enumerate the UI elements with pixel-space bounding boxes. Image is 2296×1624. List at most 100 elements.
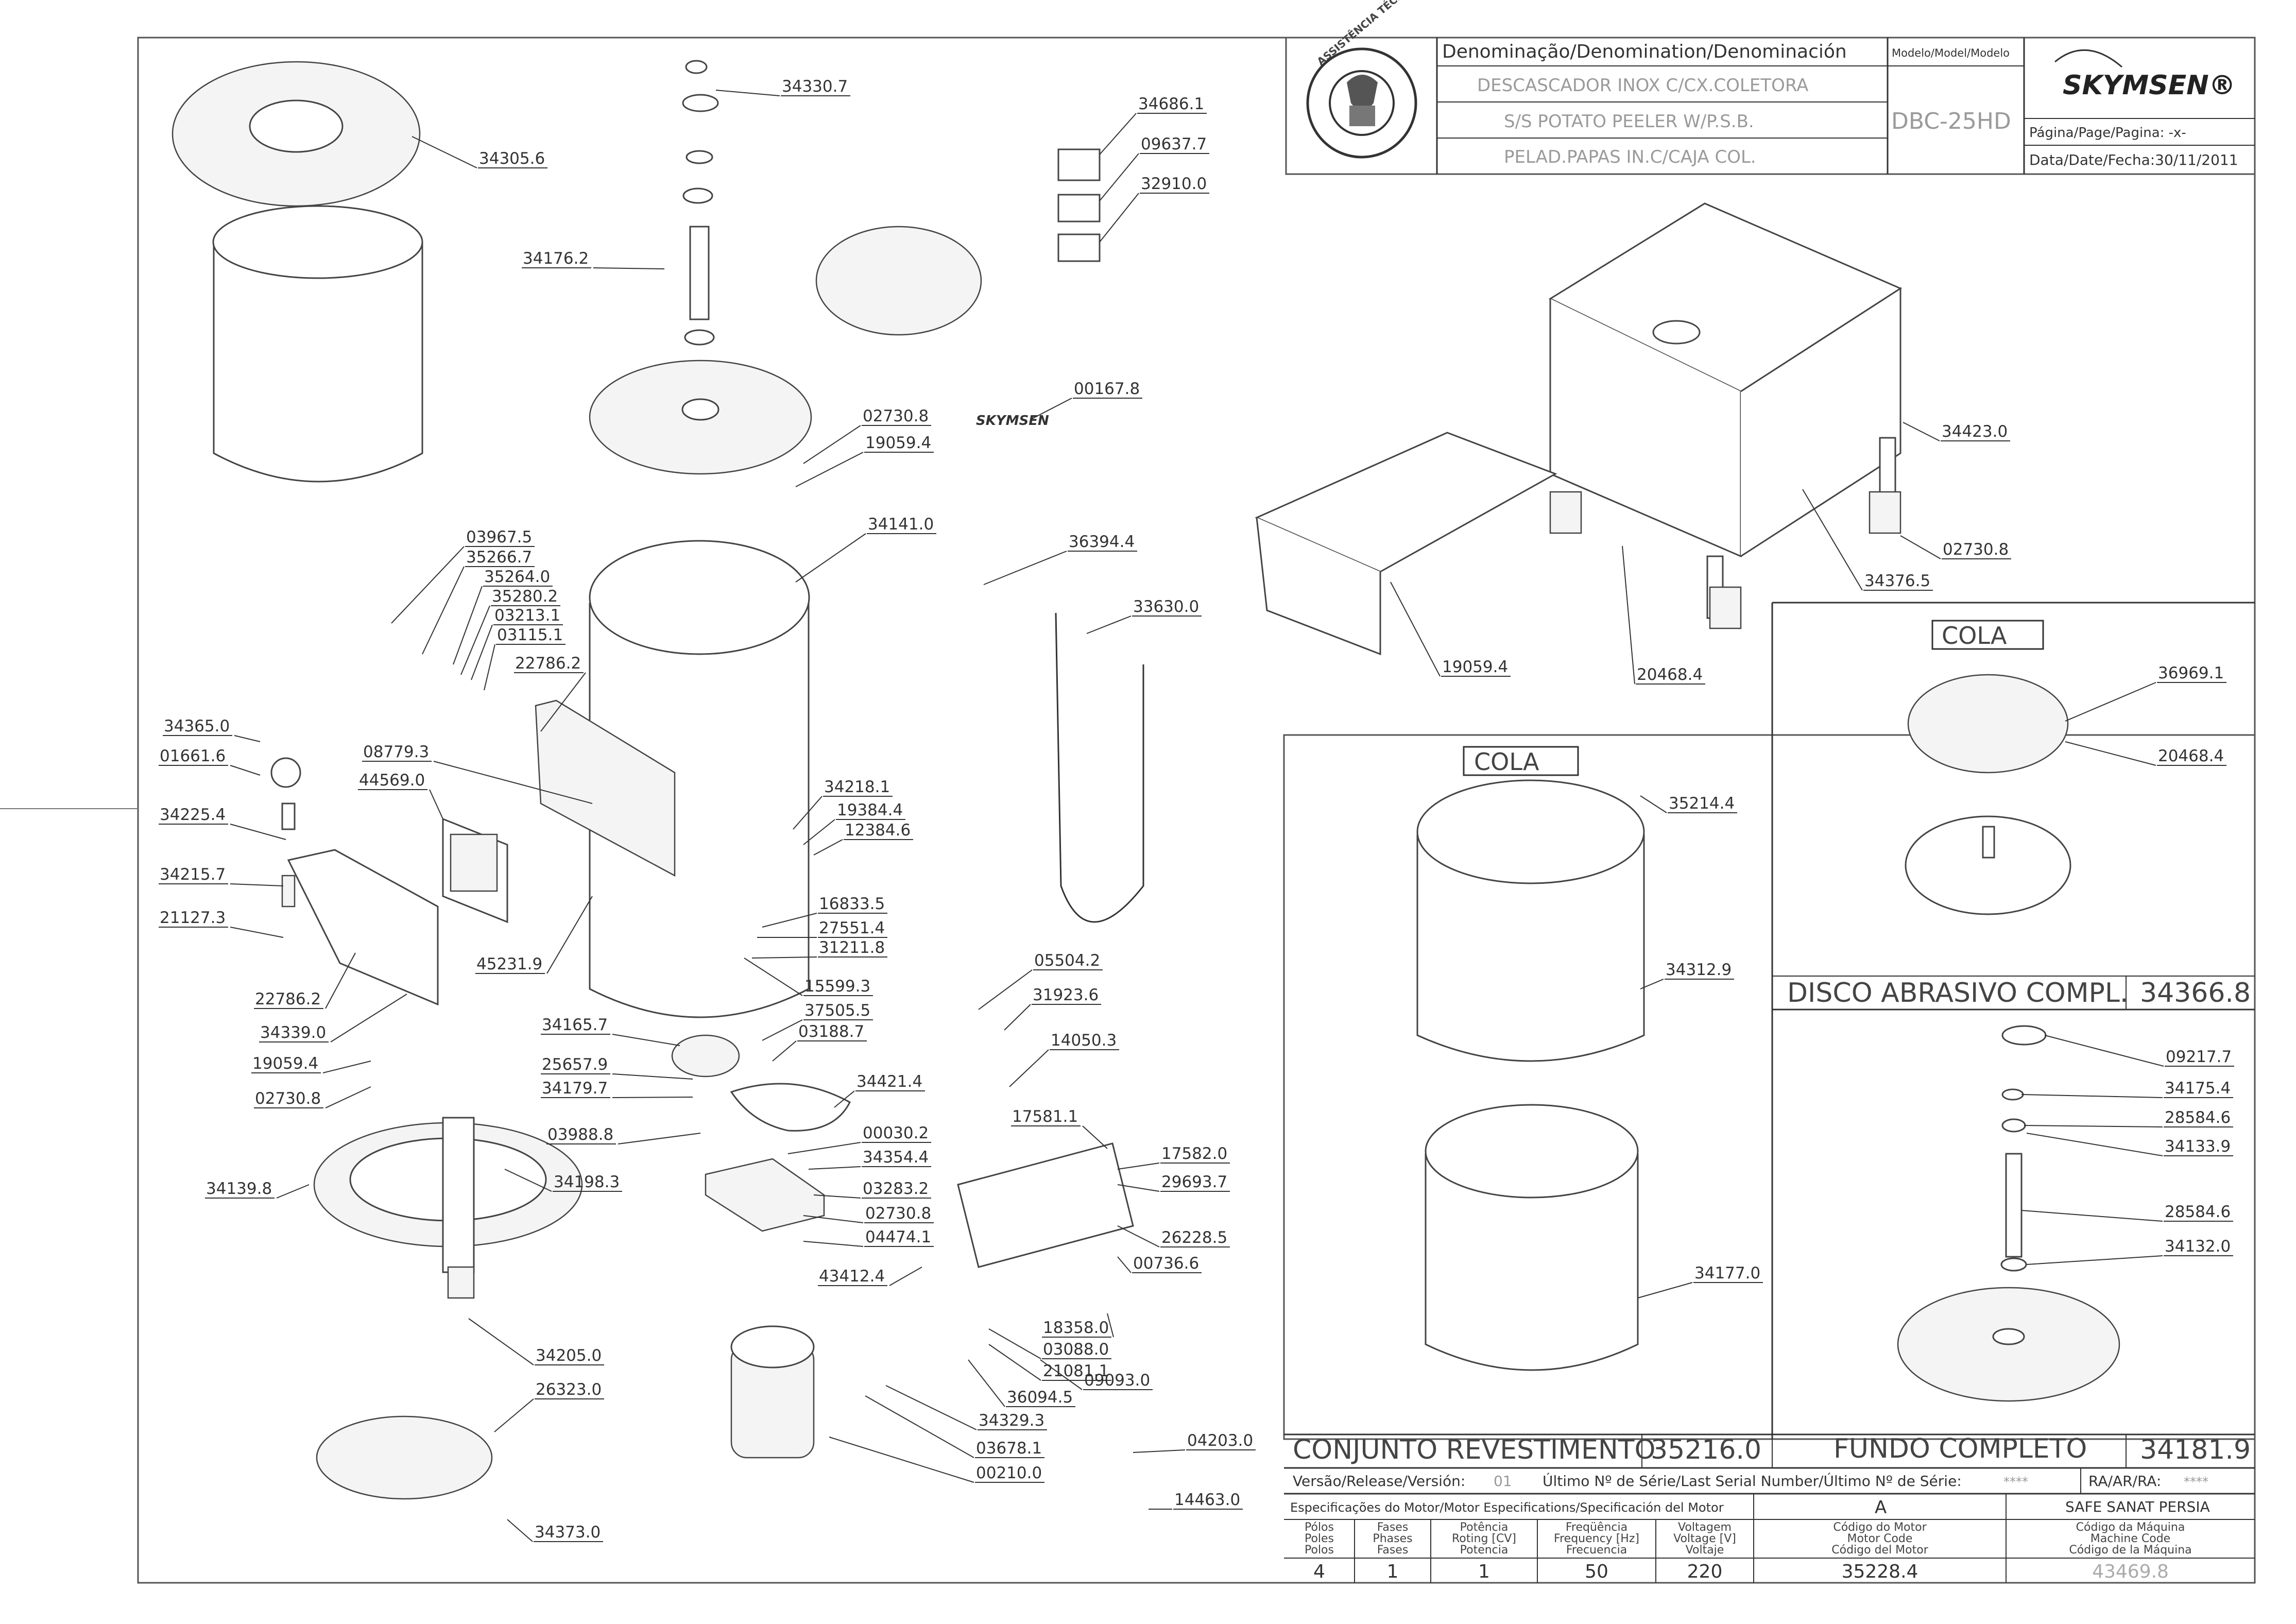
leader-line [484, 644, 495, 691]
leader-line [1640, 979, 1664, 989]
part-number-label: 34132.0 [2165, 1237, 2231, 1256]
leader-line [803, 1241, 864, 1247]
leader-line [1099, 153, 1139, 201]
leader-line [1082, 1125, 1108, 1149]
leader-line [230, 883, 284, 886]
part-number-label: 35280.2 [492, 587, 558, 606]
part-number-label: 03678.1 [976, 1439, 1042, 1458]
part-number-label: 34175.4 [2165, 1079, 2231, 1098]
leader-line [1099, 193, 1139, 243]
leader-line [412, 136, 477, 168]
cola-label-center-box [1463, 746, 1579, 776]
cola-label-right-box [1931, 620, 2044, 650]
main-tub-part [589, 603, 810, 1018]
part-number-label: 12384.6 [845, 821, 911, 840]
leader-line [865, 1395, 974, 1458]
leader-line [593, 267, 665, 269]
leader-line [460, 605, 490, 675]
leader-line [230, 824, 286, 840]
bracket-part [287, 849, 439, 1006]
part-number-label: 03988.8 [547, 1125, 613, 1144]
motor-spec-value: 1 [1387, 1561, 1399, 1582]
denomination-header: Denominação/Denomination/Denominación [1442, 41, 1847, 62]
part-number-label: 02730.8 [865, 1204, 931, 1223]
part-number-label: 25657.9 [542, 1055, 608, 1074]
leader-line [762, 1019, 803, 1041]
part-number-label: 02730.8 [255, 1089, 321, 1108]
part-number-label: 45231.9 [476, 955, 542, 973]
motor-spec-header: Código del Motor [1831, 1544, 1928, 1557]
name-spanish: PELAD.PAPAS IN.C/CAJA COL. [1504, 147, 1756, 167]
motor-spec-value: 43469.8 [2092, 1561, 2169, 1582]
part-number-label: 00030.2 [863, 1124, 929, 1142]
part-number-label: 00167.8 [1074, 380, 1140, 398]
part-number-label: 03967.5 [466, 528, 532, 546]
leader-line [983, 551, 1067, 585]
part-number-label: 34373.0 [535, 1523, 601, 1542]
leader-line [1099, 113, 1137, 155]
part-number-label: 14050.3 [1051, 1031, 1117, 1050]
leader-line [2024, 1125, 2163, 1127]
motor-spec-header: Phases [1373, 1532, 1412, 1545]
leader-line [1030, 398, 1072, 420]
part-number-label: 26323.0 [536, 1380, 602, 1399]
motor-spec-header: Frecuencia [1566, 1544, 1627, 1557]
leader-line [471, 624, 493, 680]
leader-line [330, 994, 407, 1042]
leader-line [834, 1090, 855, 1108]
leader-line [468, 1318, 534, 1365]
motor-spec-header: Roting [CV] [1452, 1532, 1516, 1545]
leader-line [1117, 1163, 1160, 1170]
leader-line [546, 896, 593, 974]
motor-spec-value: 50 [1585, 1561, 1608, 1582]
leader-line [540, 672, 586, 732]
part-callouts: 34330.734305.634176.234686.109637.732910… [159, 77, 2234, 1542]
part-number-label: 22786.2 [255, 990, 321, 1008]
part-number-label: 02730.8 [1943, 540, 2009, 559]
part-number-label: 19059.4 [865, 434, 931, 452]
detail-frames [1283, 602, 2256, 1468]
motor-spec-header: Código do Motor [1833, 1521, 1927, 1534]
pulley-part [671, 1034, 740, 1078]
leader-line [325, 1086, 371, 1108]
motor-spec-header: Pólos [1305, 1521, 1334, 1534]
motor-spec-columns: PólosPolesPolos4FasesPhasesFases1Potênci… [1305, 1521, 2192, 1582]
cola-label-right: COLA [1942, 622, 2007, 649]
part-number-label: 34198.3 [554, 1173, 620, 1191]
part-number-label: 00736.6 [1133, 1254, 1199, 1273]
leader-line [1107, 1313, 1114, 1338]
motor-bracket-part [705, 1158, 825, 1232]
part-number-label: 35264.0 [484, 568, 550, 586]
client-name: SAFE SANAT PERSIA [2065, 1498, 2210, 1515]
part-number-label: 34205.0 [536, 1346, 602, 1365]
serial-value: **** [2003, 1475, 2028, 1489]
part-number-label: 28584.6 [2165, 1203, 2231, 1221]
motor-spec-header: Fases [1377, 1544, 1409, 1557]
motor-spec-value: 1 [1478, 1561, 1490, 1582]
leader-line [1004, 1004, 1031, 1031]
leader-line [325, 952, 356, 1009]
leader-line [612, 1034, 680, 1046]
part-number-label: 33630.0 [1133, 597, 1199, 616]
leader-line [1009, 1049, 1049, 1087]
hopper-part [535, 699, 676, 877]
part-number-label: 17582.0 [1161, 1144, 1227, 1163]
part-number-label: 34329.3 [979, 1411, 1044, 1430]
leader-line [1903, 422, 1940, 441]
part-number-label: 34218.1 [824, 778, 890, 796]
leader-line [494, 1398, 534, 1432]
part-number-label: 16833.5 [819, 895, 885, 913]
leader-line [1086, 616, 1132, 634]
part-number-label: 15599.3 [804, 977, 870, 996]
part-number-label: 14463.0 [1174, 1491, 1240, 1509]
motor-spec-header: Potencia [1460, 1544, 1509, 1557]
leader-line [230, 927, 284, 938]
motor-spec-header: Fases [1377, 1521, 1409, 1534]
leader-line [772, 1040, 797, 1062]
part-number-label: 19059.4 [1442, 658, 1508, 676]
part-number-label: 34330.7 [782, 77, 848, 96]
leader-line [618, 1133, 701, 1144]
part-number-label: 34179.7 [542, 1079, 608, 1098]
leader-line [813, 1194, 861, 1199]
part-number-label: 03213.1 [494, 606, 560, 625]
